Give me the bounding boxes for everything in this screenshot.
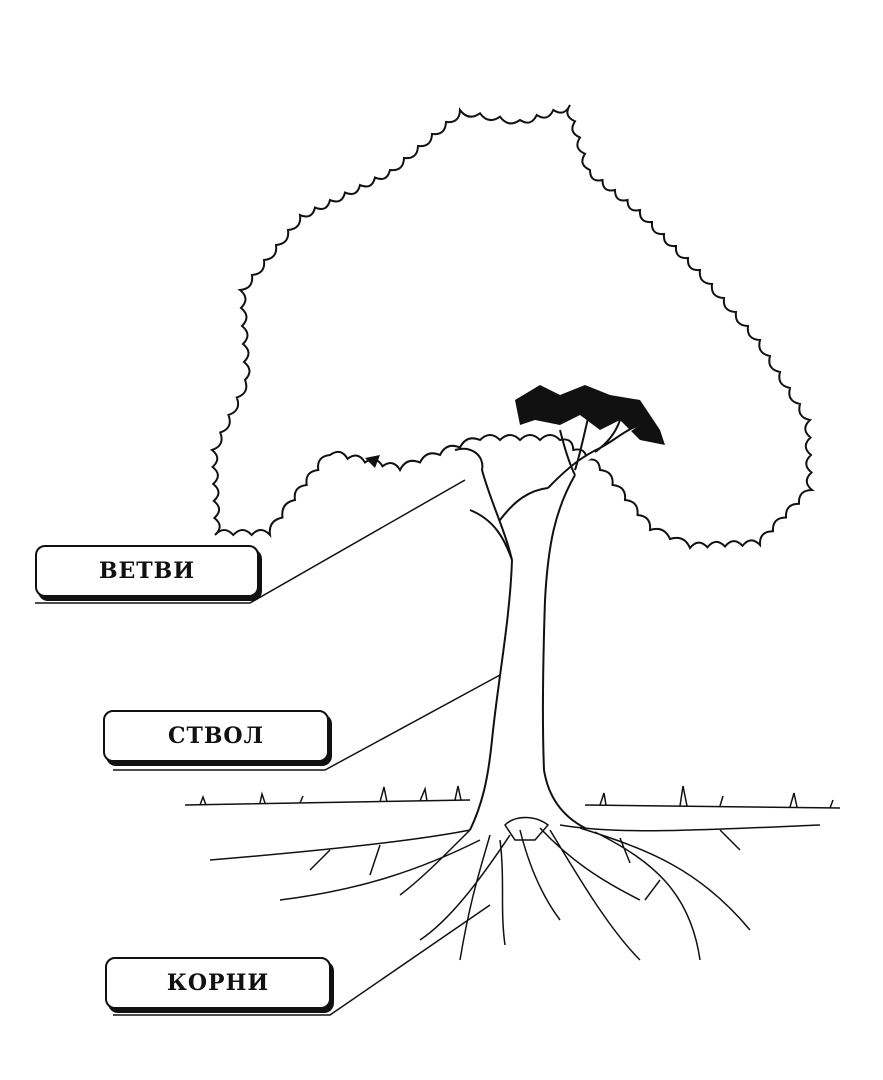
- tree-crown: [209, 104, 815, 550]
- label-roots: КОРНИ: [105, 957, 331, 1009]
- ground-grass: [184, 785, 841, 809]
- leader-lines: [35, 479, 501, 1016]
- dark-foliage: [365, 385, 665, 468]
- label-branches: ВЕТВИ: [35, 545, 259, 597]
- tree-trunk: [454, 409, 641, 831]
- label-trunk: СТВОЛ: [103, 710, 329, 762]
- tree-roots: [209, 816, 821, 961]
